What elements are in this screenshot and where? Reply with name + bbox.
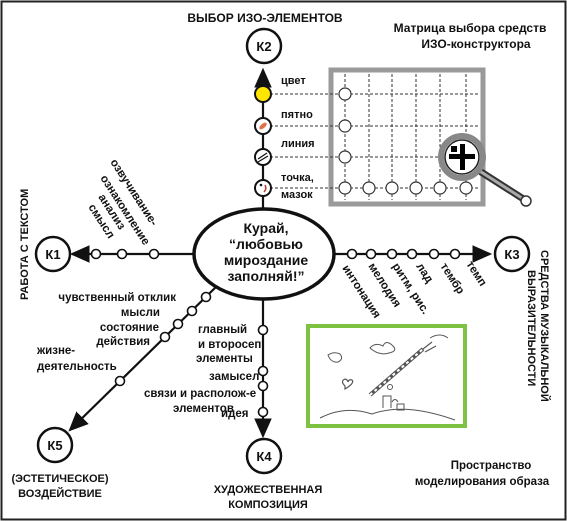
k4-item-1: главный xyxy=(198,324,247,336)
k5-item-4: действия xyxy=(96,336,150,348)
k5-item-6: деятельность xyxy=(37,361,117,373)
k2-item-spot: пятно xyxy=(281,109,313,121)
space-label-line1: Пространство xyxy=(451,460,532,472)
k4-label-line1: ХУДОЖЕСТВЕННАЯ xyxy=(214,484,323,496)
k2-item-stroke: мазок xyxy=(281,189,313,201)
k4-items: главный и второсеп. элементы замысел свя… xyxy=(144,324,265,420)
center-line4: заполняй!” xyxy=(227,268,304,284)
line-node xyxy=(254,148,272,166)
k1-axis-nodes xyxy=(90,248,160,260)
node-k1-label: К1 xyxy=(45,247,60,262)
dot-node xyxy=(254,179,272,197)
k5-label-line1: (ЭСТЕТИЧЕСКОЕ) xyxy=(11,473,108,485)
k4-item-3: элементы xyxy=(196,353,253,365)
node-k4: К4 xyxy=(245,437,283,475)
node-k5-label: К5 xyxy=(47,438,62,453)
node-k3: К3 xyxy=(493,235,531,273)
k4-item-4: замысел xyxy=(209,371,259,383)
k5-item-1: чувственный отклик xyxy=(58,292,176,304)
k5-label-line2: ВОЗДЕЙСТВИЕ xyxy=(18,487,102,500)
k4-item-6: элементов xyxy=(173,403,234,415)
dot-icon xyxy=(259,183,263,187)
k3-item-6: темп xyxy=(463,259,488,289)
k3-title-line2: ВЫРАЗИТЕЛЬНОСТИ xyxy=(525,270,537,386)
center-line3: мироздание xyxy=(224,252,309,268)
k3-items: интонация мелодия ритм, рис. лад тембр т… xyxy=(339,259,488,320)
k2-item-line: линия xyxy=(281,138,315,150)
k3-item-4: лад xyxy=(413,261,435,286)
node-k4-label: К4 xyxy=(256,449,272,464)
k4-label-line2: КОМПОЗИЦИЯ xyxy=(228,499,308,511)
k4-item-5: связи и располож-е xyxy=(144,388,256,400)
k1-items: озвучивание- ознакомление анализ смысл xyxy=(85,157,159,247)
stroke-icon xyxy=(263,184,267,193)
k2-item-dot: точка, xyxy=(281,172,314,184)
k1-title: РАБОТА С ТЕКСТОМ xyxy=(19,189,31,300)
k3-title-line1: СРЕДСТВА МУЗЫКАЛЬНОЙ xyxy=(538,250,551,402)
k5-items: чувственный отклик мысли состояние дейст… xyxy=(36,292,176,373)
k4-axis-nodes xyxy=(257,324,269,418)
color-node xyxy=(254,85,272,103)
center-line2: “любовью xyxy=(229,236,303,252)
k5-item-5: жизне- xyxy=(36,345,75,357)
node-k3-label: К3 xyxy=(504,247,519,262)
k4-item-7: идея xyxy=(221,408,248,420)
k2-item-color: цвет xyxy=(281,75,306,87)
node-k5: К5 xyxy=(36,426,74,464)
node-k2: К2 xyxy=(245,27,283,65)
k3-axis-nodes xyxy=(346,248,461,260)
center-line1: Курай, xyxy=(244,220,289,236)
k2-title: ВЫБОР ИЗО-ЭЛЕМЕНТОВ xyxy=(187,11,343,25)
k4-item-2: и второсеп. xyxy=(198,339,265,351)
center-ellipse xyxy=(192,207,336,301)
matrix-title-line1: Матрица выбора средств xyxy=(394,21,547,35)
matrix-title-line2: ИЗО-конструктора xyxy=(421,37,531,51)
spot-icon xyxy=(259,122,267,130)
k5-item-2: мысли xyxy=(121,307,160,319)
node-k1: К1 xyxy=(34,235,72,273)
magnifier-icon xyxy=(438,133,532,207)
modeling-sketch xyxy=(319,334,456,421)
k5-item-3: состояние xyxy=(100,322,159,334)
space-label-line2: моделирования образа xyxy=(415,476,550,488)
line-icon xyxy=(257,152,269,163)
node-k2-label: К2 xyxy=(256,39,271,54)
matrix-nodes xyxy=(338,87,473,195)
k3-item-5: тембр xyxy=(437,261,466,296)
modeling-space-frame xyxy=(306,324,467,428)
k5-axis-nodes xyxy=(114,291,212,387)
